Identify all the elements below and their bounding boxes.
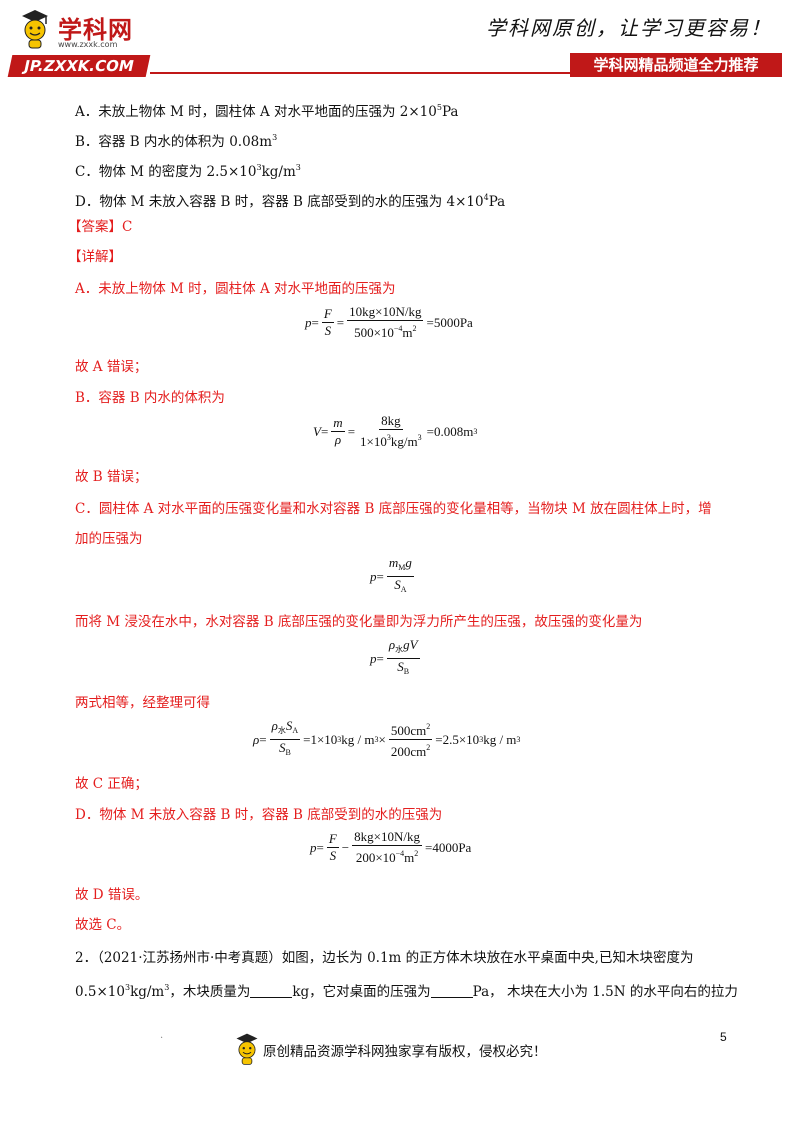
- answer-blank-pressure[interactable]: [430, 983, 473, 998]
- formula-buoyancy-pressure: p= ρ水gV SB: [370, 637, 420, 676]
- detail-d-conclusion: 故 D 错误。: [75, 887, 149, 903]
- mascot-logo-icon: [22, 10, 48, 49]
- answer-blank-mass[interactable]: [250, 983, 293, 998]
- detail-a-conclusion: 故 A 错误；: [75, 359, 148, 375]
- logo-text: 学科网: [58, 16, 133, 44]
- detail-c-text-2: 加的压强为: [75, 531, 143, 547]
- page-header: 学科网 www.zxxk.com JP.ZXXK.COM 学科网原创，让学习更容…: [0, 0, 800, 82]
- option-a: A．未放上物体 M 时，圆柱体 A 对水平地面的压强为 2×105Pa: [75, 103, 459, 120]
- question-2-line-1: 2．（2021·江苏扬州市·中考真题）如图，边长为 0.1m 的正方体木块放在水…: [75, 950, 694, 966]
- header-slogan: 学科网原创，让学习更容易！: [486, 16, 772, 40]
- detail-c-text-1: C．圆柱体 A 对水平面的压强变化量和水对容器 B 底部压强的变化量相等，当物块…: [75, 501, 712, 517]
- copyright-notice: 原创精品资源学科网独家享有版权，侵权必究！: [263, 1044, 547, 1060]
- option-b: B．容器 B 内水的体积为 0.08m3: [75, 133, 278, 150]
- footer-dot: .: [160, 1030, 164, 1041]
- page-number: 5: [720, 1030, 727, 1044]
- option-d: D．物体 M 未放入容器 B 时，容器 B 底部受到的水的压强为 4×104Pa: [75, 193, 506, 210]
- detail-c-conclusion: 故 C 正确；: [75, 776, 148, 792]
- recommend-banner: 学科网精品频道全力推荐: [570, 53, 782, 77]
- detail-c-text-4: 两式相等，经整理可得: [75, 695, 210, 711]
- detail-label: 【详解】: [68, 249, 122, 265]
- formula-pressure-increase: p= mMg SA: [370, 555, 414, 594]
- logo-url: www.zxxk.com: [58, 40, 118, 49]
- detail-a-text: A．未放上物体 M 时，圆柱体 A 对水平地面的压强为: [75, 281, 396, 297]
- option-c: C．物体 M 的密度为 2.5×103kg/m3: [75, 163, 301, 180]
- header-divider: [150, 72, 625, 74]
- detail-b-text: B．容器 B 内水的体积为: [75, 390, 225, 406]
- detail-b-conclusion: 故 B 错误；: [75, 469, 148, 485]
- detail-c-text-3: 而将 M 浸没在水中，水对容器 B 底部压强的变化量即为浮力所产生的压强，故压强…: [75, 614, 643, 630]
- detail-d-text: D．物体 M 未放入容器 B 时，容器 B 底部受到的水的压强为: [75, 807, 443, 823]
- mascot-footer-icon: [236, 1033, 258, 1065]
- detail-final: 故选 C。: [75, 917, 131, 933]
- site-badge[interactable]: JP.ZXXK.COM: [7, 55, 151, 77]
- answer-line: 【答案】C: [68, 219, 133, 235]
